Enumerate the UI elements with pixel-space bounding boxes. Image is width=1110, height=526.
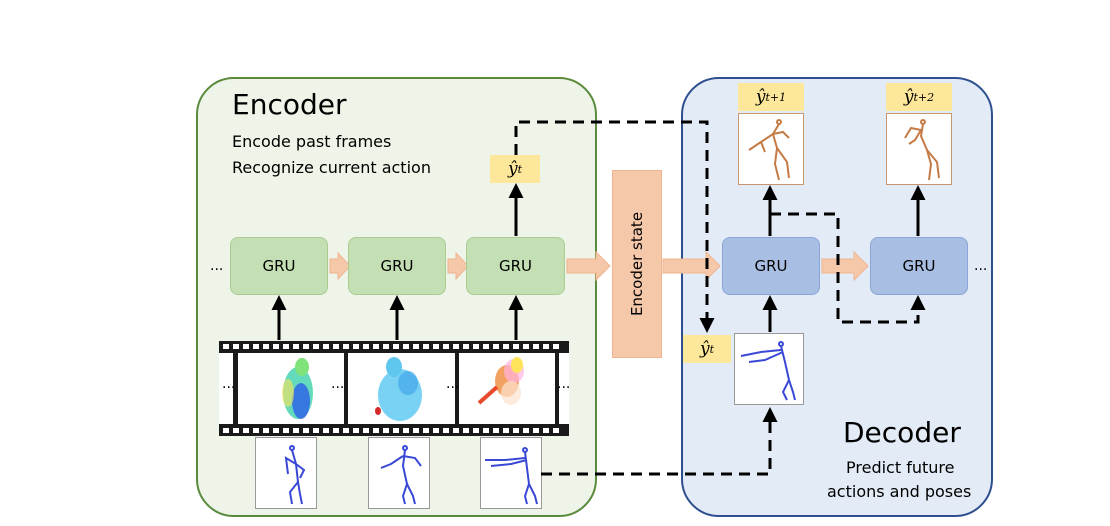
film-frame-2 xyxy=(348,353,455,424)
film-ellipsis-1: ... xyxy=(222,376,236,392)
decoder-gru-2: GRU xyxy=(870,237,968,295)
label-y-t-encoder-sub: t xyxy=(517,162,523,176)
encoder-state-label: Encoder state xyxy=(628,211,646,317)
pose-skeleton-2 xyxy=(380,445,422,505)
decoder-desc-line-2: actions and poses xyxy=(827,482,972,501)
dashed-feedback-loop xyxy=(770,212,926,324)
label-y-t-decoder-base: ŷ xyxy=(699,339,710,359)
pose-skeleton-output-2 xyxy=(904,119,940,181)
encoder-desc-line-2: Recognize current action xyxy=(232,158,431,177)
encoder-state-block: Encoder state xyxy=(612,170,662,358)
label-y-t-decoder-sub: t xyxy=(709,342,715,356)
optical-flow-image-2 xyxy=(375,357,422,421)
optical-flow-image-3 xyxy=(477,357,524,405)
encoder-title: Encoder xyxy=(232,88,347,121)
pose-skeleton-1 xyxy=(284,445,306,505)
encoder-pose-2 xyxy=(368,437,430,509)
encoder-gru-3: GRU xyxy=(466,237,565,295)
film-frame-3 xyxy=(459,353,555,424)
label-y-t-plus-2-base: ŷ xyxy=(903,87,914,107)
dashed-y-t-to-decoder xyxy=(514,120,715,333)
decoder-gru-1: GRU xyxy=(722,237,820,295)
decoder-input-pose xyxy=(734,333,804,405)
encoder-orange-arrow-1 xyxy=(329,251,351,281)
decoder-gru-ellipsis: ... xyxy=(974,258,988,274)
decoder-output-pose-1 xyxy=(738,113,804,185)
state-output-orange-arrow xyxy=(662,250,721,282)
film-frame-partial-left xyxy=(219,353,233,424)
state-input-orange-arrow xyxy=(566,250,611,282)
film-sprockets xyxy=(223,344,559,433)
encoder-pose-1 xyxy=(255,437,317,509)
pose-skeleton-output-1 xyxy=(748,119,790,181)
label-y-t-encoder-base: ŷ xyxy=(507,159,518,179)
film-ellipsis-2: ... xyxy=(331,376,345,392)
film-frame-1 xyxy=(238,353,344,424)
decoder-output-pose-2 xyxy=(886,113,952,185)
encoder-desc-line-1: Encode past frames xyxy=(232,132,392,151)
label-y-t-plus-1-sub: t+1 xyxy=(765,90,787,104)
film-frame-partial-right xyxy=(559,353,569,424)
optical-flow-filmstrip xyxy=(219,341,569,436)
film-ellipsis-3: ... xyxy=(446,376,460,392)
label-y-t-plus-1-base: ŷ xyxy=(755,87,766,107)
dashed-pose-to-decoder xyxy=(541,407,778,476)
encoder-gru-2: GRU xyxy=(348,237,446,295)
encoder-gru-ellipsis: ... xyxy=(210,258,224,274)
encoder-orange-arrow-2 xyxy=(447,251,469,281)
decoder-desc-line-1: Predict future xyxy=(846,458,955,477)
pose-skeleton-input xyxy=(740,341,796,401)
pose-skeleton-3 xyxy=(485,447,538,505)
label-y-t-plus-2-sub: t+2 xyxy=(913,90,935,104)
decoder-orange-arrow xyxy=(821,250,869,282)
film-ellipsis-4: ... xyxy=(557,376,571,392)
optical-flow-image-1 xyxy=(282,358,313,419)
encoder-gru-1: GRU xyxy=(230,237,328,295)
decoder-title: Decoder xyxy=(843,416,961,449)
